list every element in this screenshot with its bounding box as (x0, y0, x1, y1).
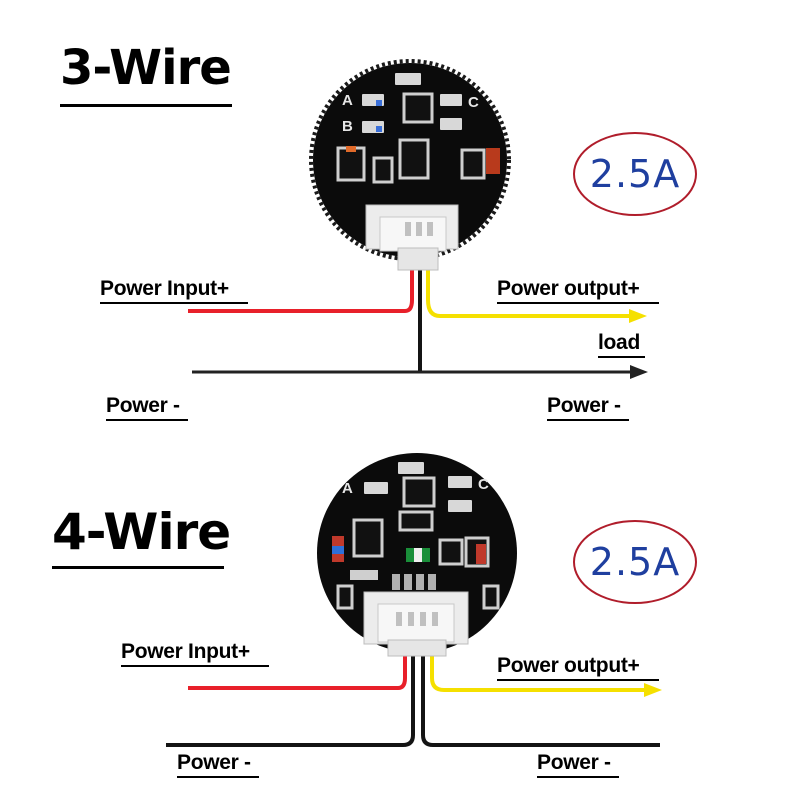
four-wire-current-badge-text: 2.5A (589, 540, 681, 584)
four-wire-yellow-wire (430, 655, 646, 692)
three-wire-red-wire (188, 270, 414, 313)
three-wire-power-minus-right-underline (547, 419, 629, 421)
three-wire-ground-arrowhead (630, 365, 648, 379)
four-wire-board-a: A (342, 480, 353, 497)
four-wire-board-c: C (478, 476, 489, 493)
three-wire-power-input-label: Power Input+ (100, 277, 229, 300)
four-wire-title-underline (52, 566, 224, 569)
three-wire-connector (365, 204, 459, 271)
three-wire-load-label: load (598, 331, 640, 354)
four-wire-current-badge: 2.5A (573, 520, 697, 604)
four-wire-wires (166, 655, 662, 747)
three-wire-power-minus-left-label: Power - (106, 394, 180, 417)
four-wire-power-minus-right-label: Power - (537, 751, 611, 774)
three-wire-board-c: C (468, 94, 479, 111)
four-wire-black-wire-right (421, 655, 660, 747)
three-wire-wires (188, 270, 648, 379)
four-wire-power-input-label: Power Input+ (121, 640, 250, 663)
three-wire-load-underline (598, 356, 645, 358)
three-wire-title: 3-Wire (60, 40, 232, 96)
three-wire-yellow-arrowhead (629, 309, 647, 323)
three-wire-power-minus-right-label: Power - (547, 394, 621, 417)
four-wire-black-wire-left (166, 655, 415, 747)
three-wire-power-minus-left-underline (106, 419, 188, 421)
three-wire-board-a: A (342, 92, 353, 109)
four-wire-power-input-underline (121, 665, 269, 667)
four-wire-pcb (317, 453, 517, 657)
three-wire-power-input-underline (100, 302, 248, 304)
three-wire-current-badge: 2.5A (573, 132, 697, 216)
four-wire-power-minus-right-underline (537, 776, 619, 778)
three-wire-current-badge-text: 2.5A (589, 152, 681, 196)
three-wire-pcb (309, 59, 511, 271)
three-wire-title-underline (60, 104, 232, 107)
four-wire-title: 4-Wire (52, 503, 231, 561)
four-wire-connector (363, 574, 469, 657)
four-wire-power-minus-left-underline (177, 776, 259, 778)
four-wire-power-minus-left-label: Power - (177, 751, 251, 774)
three-wire-components (336, 73, 500, 184)
three-wire-power-output-underline (497, 302, 659, 304)
four-wire-components (332, 462, 500, 610)
four-wire-power-output-underline (497, 679, 659, 681)
three-wire-yellow-wire (426, 270, 632, 318)
three-wire-board-b: B (342, 118, 353, 135)
four-wire-power-output-label: Power output+ (497, 654, 640, 677)
three-wire-power-output-label: Power output+ (497, 277, 640, 300)
four-wire-red-wire (188, 655, 407, 690)
four-wire-yellow-arrowhead (644, 683, 662, 697)
